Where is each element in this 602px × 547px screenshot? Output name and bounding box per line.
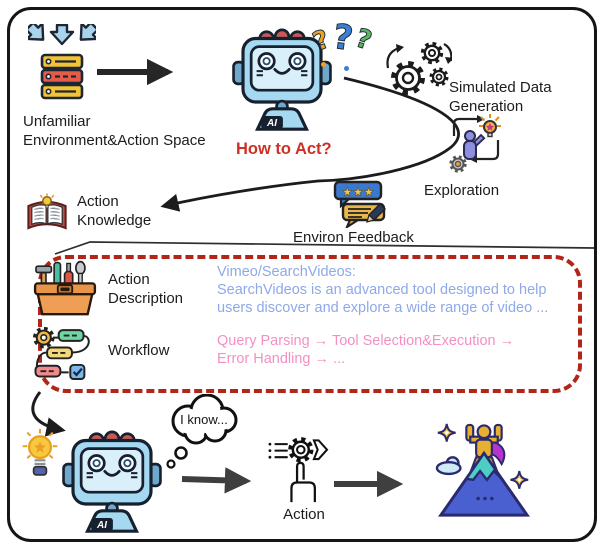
book-bulb (42, 196, 52, 206)
workflow-value-line2: Error Handling → ... (217, 351, 346, 367)
workflow-value-line1: Query Parsing → Tool Selection&Execution… (217, 333, 515, 349)
thought-text: I know... (180, 412, 228, 427)
robot-badge-top: AI (266, 118, 277, 129)
robot-badge-bottom: AI (96, 520, 107, 531)
action-description-label: Action Description (108, 270, 183, 308)
description-value: Vimeo/SearchVideos: SearchVideos is an a… (217, 263, 548, 317)
lightbulb-icon (22, 428, 58, 476)
success-mountain-icon (435, 423, 530, 517)
server-download-icon (28, 24, 96, 100)
snow-cap (464, 451, 503, 482)
feedback-stars: ★★★ (342, 185, 374, 199)
exploration-label: Exploration (424, 182, 500, 199)
action-description-line2: Description (108, 290, 184, 307)
idea-bulb-small (479, 114, 501, 138)
environ-feedback-label: Environ Feedback (293, 229, 414, 246)
thought-bubble (166, 394, 238, 469)
gears-icon (386, 41, 452, 95)
description-value-line2: SearchVideos is an advanced tool designe… (217, 282, 547, 298)
memo-bubble (341, 202, 386, 228)
stars-bubble: ★★★ (333, 180, 383, 209)
robot-icon-bottom: AI (62, 426, 162, 533)
simulated-data-label: Simulated Data Generation (449, 78, 552, 116)
gear-small-top (420, 41, 444, 65)
workflow-gear (33, 326, 55, 349)
gear-large (391, 61, 425, 95)
feedback-icon: ★★★ (333, 180, 386, 228)
question-mark-green: ? (351, 23, 376, 57)
pointing-hand (290, 461, 316, 503)
sparkle-left (437, 423, 456, 442)
swirl-arrowhead-1 (396, 44, 404, 53)
simulated-label-line2: Generation (449, 98, 524, 115)
workflow-checkbox (69, 363, 86, 381)
environment-label: Unfamiliar Environment&Action Space (23, 112, 206, 150)
action-knowledge-label: Action Knowledge (77, 192, 151, 230)
gear-small-right (429, 67, 449, 87)
gear-grey-small (449, 155, 467, 173)
bulb-star (34, 441, 46, 453)
knowledge-detail-box (38, 255, 582, 393)
knowledge-book-icon (27, 193, 67, 230)
action-knowledge-line1: Action (77, 193, 119, 210)
toolbox-icon (33, 260, 97, 316)
question-mark-blue: ? (330, 16, 356, 60)
question-marks-icon: ? ? ? (308, 16, 378, 72)
tools (35, 260, 86, 290)
action-block-arrow (312, 439, 329, 461)
workflow-value: Query Parsing → Tool Selection&Execution… (217, 332, 514, 368)
mountain (438, 450, 530, 517)
action-gear (288, 437, 314, 463)
action-icon (268, 437, 329, 503)
cloud (435, 456, 462, 476)
how-to-act-text: How to Act? (236, 140, 332, 158)
environment-label-line2: Environment&Action Space (23, 132, 206, 149)
exploration-icon (449, 114, 501, 173)
swirl-arrowhead-2 (445, 57, 452, 64)
explorer-person (463, 130, 486, 160)
sparkle-right (510, 470, 529, 489)
question-dot-yellow (321, 62, 326, 67)
action-label: Action (283, 506, 325, 523)
action-description-line1: Action (108, 271, 150, 288)
description-value-line1: Vimeo/SearchVideos: (217, 264, 356, 280)
robot-icon-top: AI (232, 24, 332, 131)
workflow-icon (33, 326, 90, 381)
workflow-label: Workflow (108, 342, 170, 359)
question-dot-blue (344, 66, 349, 71)
environment-label-line1: Unfamiliar (23, 113, 91, 130)
thought-dot-small (166, 459, 176, 469)
action-knowledge-line2: Knowledge (77, 212, 152, 229)
description-value-line3: users discover and explore a wide range … (217, 300, 549, 316)
figure-border (7, 7, 597, 542)
simulated-label-line1: Simulated Data (449, 79, 552, 96)
thought-dot-large (174, 446, 188, 460)
